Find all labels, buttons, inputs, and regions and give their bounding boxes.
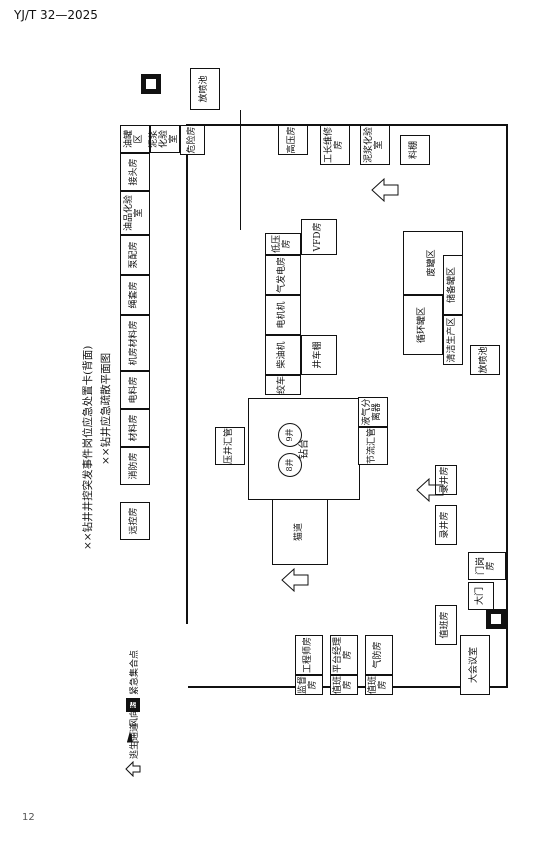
meeting-room: 大会议室 — [460, 635, 490, 695]
pump-distribution-room: 泵配房 — [120, 235, 150, 275]
evacuation-plan: ××钻井井控突发事件岗位应急处置卡(背面) ××钻井应急疏散平面图 远控房 消防… — [40, 35, 520, 795]
assembly-point-icon — [126, 698, 140, 712]
fire-room: 消防房 — [120, 447, 150, 485]
windsock-icon — [127, 731, 139, 743]
well-9: 9井 — [278, 423, 302, 447]
connector-room: 接头房 — [120, 153, 150, 191]
drilling-platform: 钻台 — [248, 398, 360, 500]
duty-room: 值班房 — [435, 605, 457, 645]
flare-pit: 放喷池 — [470, 345, 500, 375]
circulating-tank-area: 循环罐区 — [403, 295, 443, 355]
pressure-manifold: 压井汇管 — [215, 427, 245, 465]
legend-escape: 逃生通道 — [130, 722, 140, 759]
remote-control-room: 远控房 — [120, 502, 150, 540]
rig-room: 绳套房 — [120, 275, 150, 315]
diesel-engine: 柴油机 — [265, 335, 301, 375]
door-guard-room: 门岗房 — [468, 552, 506, 580]
tank-area: 油罐区 — [120, 125, 150, 153]
escape-arrow-icon — [125, 761, 141, 777]
engineer-room: 工程师房 — [295, 635, 323, 675]
platform-manager-room: 平台经理房 — [330, 635, 358, 675]
low-voltage-room: 低压房 — [265, 233, 301, 255]
boundary-bottom — [186, 126, 188, 624]
document-code: YJ/T 32—2025 — [14, 8, 98, 22]
escape-arrow-icon — [416, 477, 444, 503]
gas-generator-room: 气发电房 — [265, 255, 301, 295]
escape-arrow-icon — [281, 567, 309, 593]
material-room: 材料房 — [120, 409, 150, 447]
vfd-room: VFD房 — [301, 219, 337, 255]
page-number: 12 — [22, 812, 35, 823]
material-shed: 料棚 — [400, 135, 430, 165]
assembly-point-icon — [141, 74, 161, 94]
logging-room-2: 录井房 — [435, 505, 457, 545]
assembly-point-icon — [486, 609, 506, 629]
generator: 电机机 — [265, 295, 301, 335]
mechanical-material-room: 机房材料房 — [120, 315, 150, 371]
catwalk: 猫道 — [272, 499, 328, 565]
storage-tank-area: 储备罐区 — [443, 255, 463, 315]
well-shed: 井车棚 — [301, 335, 337, 375]
flare-line-top — [240, 110, 241, 230]
card-title: ××钻井井控突发事件岗位应急处置卡(背面) — [82, 345, 94, 550]
mud-lab-room: 泥浆化验室 — [149, 125, 180, 153]
supervisor-room: 监督房 — [295, 675, 323, 695]
winch: 绞车 — [265, 375, 301, 395]
oil-lab-room: 油品化验室 — [120, 191, 150, 235]
mud-lab-room-2: 泥浆化验室 — [360, 125, 390, 165]
choke-manifold: 节流汇管 — [358, 427, 388, 465]
duty-shift-room-2: 值班房 — [365, 675, 393, 695]
electrical-room: 电料房 — [120, 371, 150, 409]
well-8: 8井 — [278, 453, 302, 477]
escape-arrow-icon — [371, 177, 399, 203]
main-gate: 大门 — [468, 582, 494, 610]
repair-room: 工长维修房 — [320, 125, 350, 165]
flare-pit-top: 放喷池 — [190, 68, 220, 110]
plan-subtitle: ××钻井应急疏散平面图 — [100, 352, 112, 465]
legend-assembly: 紧急集合点 — [130, 649, 140, 695]
clean-production-area: 清洁生产区 — [443, 315, 463, 365]
hazard-room: 危险房 — [180, 125, 205, 155]
duty-shift-room-1: 值班房 — [330, 675, 358, 695]
high-voltage-room: 高压房 — [278, 125, 308, 155]
gas-separator: 液气分离器 — [358, 397, 388, 427]
gas-protection-room: 气防房 — [365, 635, 393, 675]
boundary-right — [506, 126, 508, 688]
